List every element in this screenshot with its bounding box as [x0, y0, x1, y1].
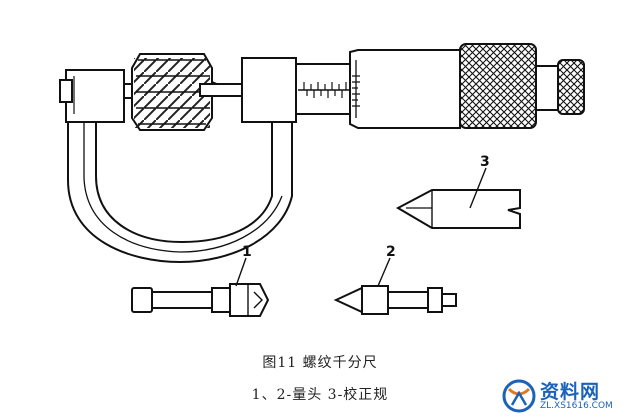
ratchet-neck	[535, 65, 559, 111]
anvil-cap	[59, 79, 73, 103]
measuring-head-1	[131, 257, 270, 317]
thimble	[349, 49, 461, 129]
sleeve-scale	[295, 63, 351, 115]
knurled-grip	[459, 43, 537, 129]
watermark-url: ZL.XS1616.COM	[540, 401, 613, 411]
figure-caption-title: 图11 螺纹千分尺	[262, 355, 378, 371]
watermark-emblem-icon	[502, 379, 536, 413]
figure-caption-legend: 1、2-量头 3-校正规	[251, 387, 389, 403]
anvil-block	[65, 69, 125, 123]
measuring-head-2	[333, 257, 457, 315]
thread-specimen	[123, 53, 243, 131]
ratchet-knob	[557, 59, 585, 115]
watermark-brand: 资料网	[540, 381, 601, 403]
part-label-3: 3	[480, 154, 490, 170]
micrometer-frame	[67, 109, 293, 264]
micrometer	[59, 43, 585, 264]
part-label-2: 2	[386, 244, 396, 260]
calibration-gauge	[395, 167, 521, 229]
spindle-body	[241, 57, 297, 123]
part-label-1: 1	[242, 244, 252, 260]
watermark-logo: 资料网 ZL.XS1616.COM	[500, 376, 634, 416]
